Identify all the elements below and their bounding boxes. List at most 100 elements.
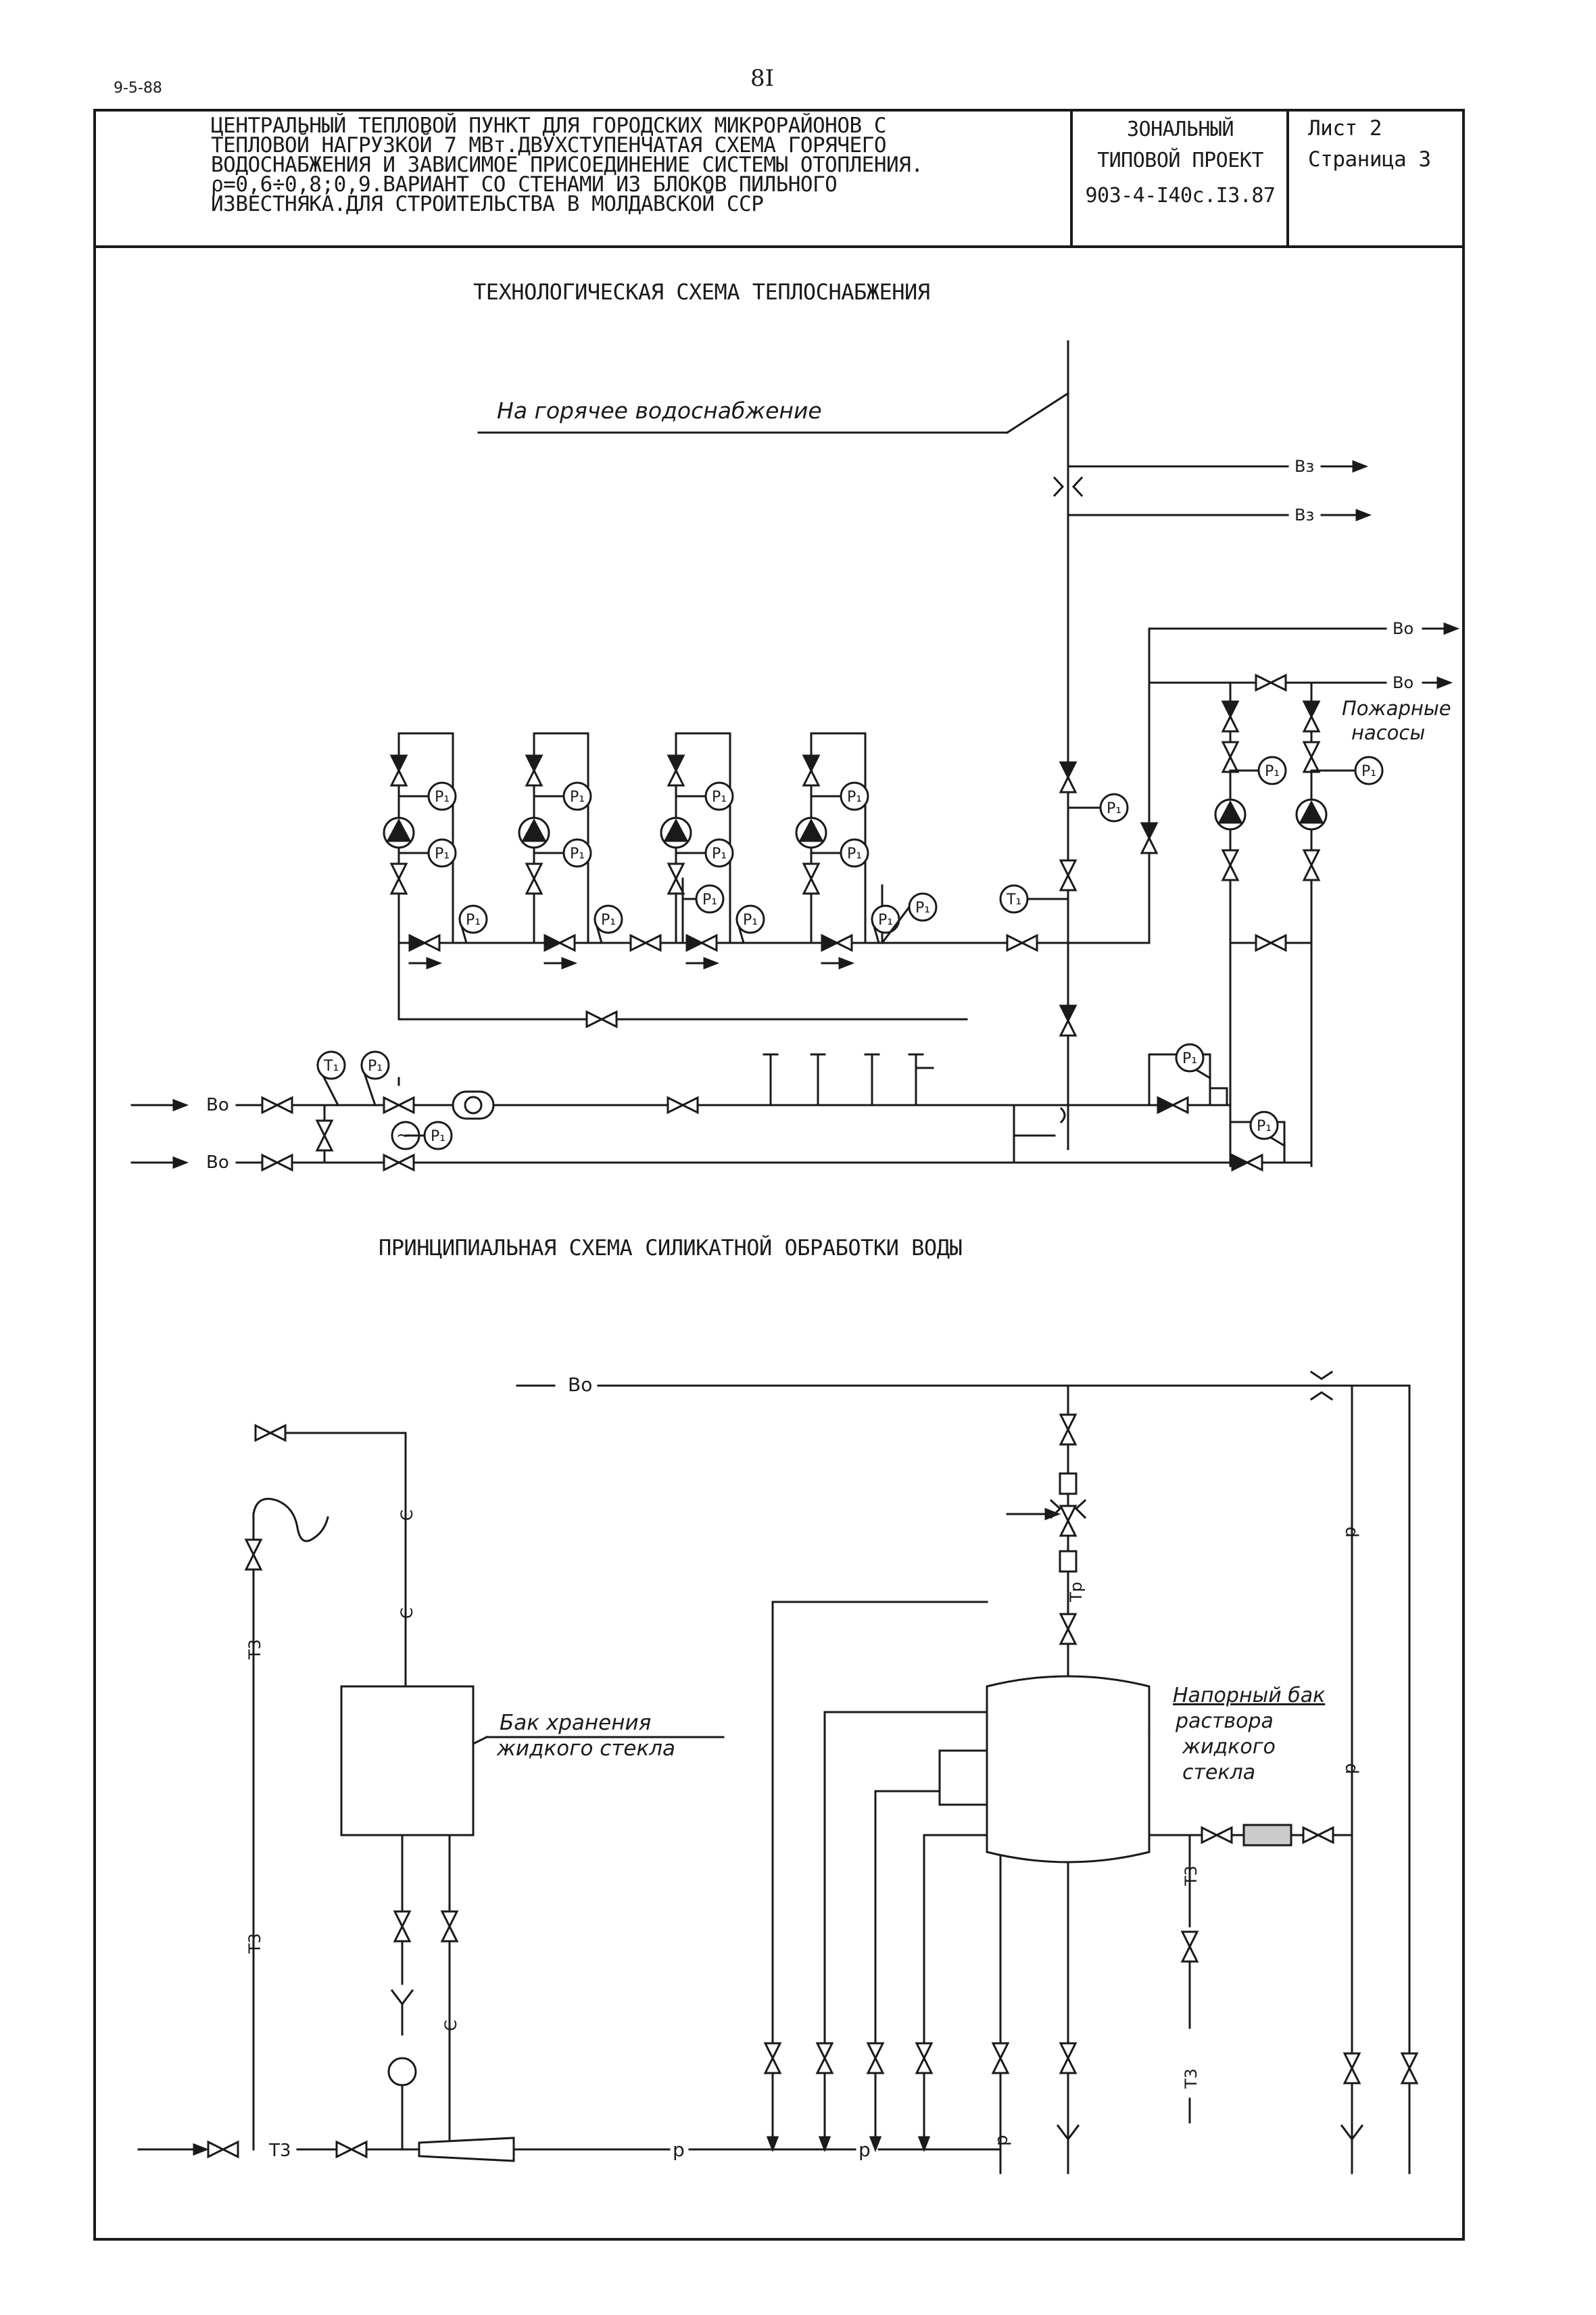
valve-icon xyxy=(383,1096,415,1115)
valve-icon xyxy=(915,2042,934,2074)
pipe-label: р xyxy=(859,2139,871,2161)
valve-icon xyxy=(1302,700,1321,733)
gauge-icon: P₁ xyxy=(871,904,900,944)
valve-icon xyxy=(207,2140,239,2159)
valve-half xyxy=(699,933,718,952)
pipe-line xyxy=(1056,2124,1080,2141)
valve-half xyxy=(1255,933,1274,952)
pipe-line xyxy=(1148,627,1387,944)
arrow-icon xyxy=(1355,508,1372,522)
title-line: ВОДОСНАБЖЕНИЯ И ЗАВИСИМОЕ ПРИСОЕДИНЕНИЕ … xyxy=(211,153,923,177)
gauge-dial xyxy=(704,838,734,868)
valve-icon xyxy=(585,1010,618,1029)
gauge-icon: P₁ xyxy=(1310,756,1384,785)
valve-half xyxy=(440,1924,459,1943)
gauge-dial xyxy=(562,781,592,811)
arrow-icon xyxy=(766,2136,779,2153)
valve-half xyxy=(1059,1613,1078,1632)
valve-half xyxy=(585,1010,604,1029)
gauge-icon: P₁ xyxy=(533,838,592,868)
valve-half xyxy=(274,1096,293,1115)
valve-half xyxy=(408,933,427,952)
valve-half xyxy=(1400,2066,1419,2085)
corner-code: 9-5-88 xyxy=(114,80,162,97)
valve-half xyxy=(1201,1826,1219,1845)
gauge-label: P₁ xyxy=(570,846,585,862)
gauge-label: P₁ xyxy=(435,846,450,862)
valve-half xyxy=(599,1010,618,1029)
gauge-icon: P₁ xyxy=(681,884,725,914)
gauge-label: P₁ xyxy=(570,789,585,806)
valve-half xyxy=(1255,673,1274,692)
gauge-label: P₁ xyxy=(743,912,758,929)
valve-half xyxy=(991,2055,1010,2074)
valve-half xyxy=(1302,862,1321,881)
valve-half xyxy=(1231,1153,1250,1172)
pump-icon xyxy=(660,817,692,849)
valve-half xyxy=(1302,1826,1321,1845)
valve-icon xyxy=(1006,933,1038,952)
valve-half xyxy=(1006,933,1025,952)
valve-half xyxy=(1221,862,1240,881)
valve-icon xyxy=(1059,1004,1078,1037)
valve-icon xyxy=(802,862,821,895)
pipe-line xyxy=(1340,2124,1364,2141)
valve-half xyxy=(1302,741,1321,760)
pipe-line xyxy=(1071,476,1084,497)
valve-half xyxy=(1059,1413,1078,1432)
pipework xyxy=(130,340,1448,2174)
valve-half xyxy=(389,754,408,773)
valve-half xyxy=(866,2042,885,2061)
valve-half xyxy=(440,1910,459,1929)
pump-impeller xyxy=(663,818,689,842)
gauge-dial xyxy=(427,781,457,811)
valve-half xyxy=(389,876,408,895)
pump-icon xyxy=(518,817,550,849)
gauge-icon: P₁ xyxy=(810,781,869,811)
valve-icon xyxy=(1059,859,1078,892)
pipe-label: С xyxy=(397,1607,416,1619)
valve-icon xyxy=(1140,822,1159,854)
gauge-label: P₁ xyxy=(1361,763,1376,780)
valve-half xyxy=(1221,714,1240,733)
arrow-icon xyxy=(703,956,720,970)
valve-half xyxy=(244,1538,263,1557)
valve-icon xyxy=(866,2042,885,2074)
gauge-icon: P₁ xyxy=(675,838,734,868)
project-code-block: ЗОНАЛЬНЫЙ ТИПОВОЙ ПРОЕКТ 903-4-I40с.I3.8… xyxy=(1075,116,1286,214)
gauge-dial xyxy=(1099,793,1129,823)
gauge-icon: P₁ xyxy=(735,904,765,944)
valve-icon xyxy=(991,2042,1010,2074)
gauge-dial xyxy=(427,838,457,868)
valve-half xyxy=(1180,1930,1199,1949)
valve-half xyxy=(1059,1004,1078,1023)
flow-meter-symbol: ~ xyxy=(396,1125,411,1146)
pipe-line xyxy=(1209,1087,1228,1106)
pressure-tank-label-line: раствора xyxy=(1176,1709,1274,1733)
valve-half xyxy=(1302,714,1321,733)
valve-icon xyxy=(1302,741,1321,773)
pipe-line xyxy=(1067,1104,1083,1150)
valve-half xyxy=(1343,2052,1361,2071)
storage-tank xyxy=(340,1685,475,1836)
pump-icon xyxy=(1295,798,1328,831)
gauge-label: P₁ xyxy=(878,912,893,929)
valve-half xyxy=(254,1423,273,1442)
valve-half xyxy=(667,754,685,773)
valve-half xyxy=(802,862,821,881)
valve-half xyxy=(1059,873,1078,892)
gauge-dial xyxy=(316,1050,346,1080)
valve-half xyxy=(763,2042,782,2061)
pipe-line xyxy=(269,1432,407,1688)
valve-icon xyxy=(1221,700,1240,733)
gauge-icon: P₁ xyxy=(1174,1043,1212,1080)
valve-half xyxy=(261,1153,280,1172)
arrow-icon xyxy=(869,2136,882,2153)
gauge-label: P₁ xyxy=(601,912,616,929)
valve-half xyxy=(207,2140,226,2159)
pipe-label: Вз xyxy=(1295,457,1314,476)
gauge-dial xyxy=(423,1121,453,1150)
pipe-label: Вз xyxy=(1295,506,1314,525)
gauge-label: P₁ xyxy=(712,789,727,806)
